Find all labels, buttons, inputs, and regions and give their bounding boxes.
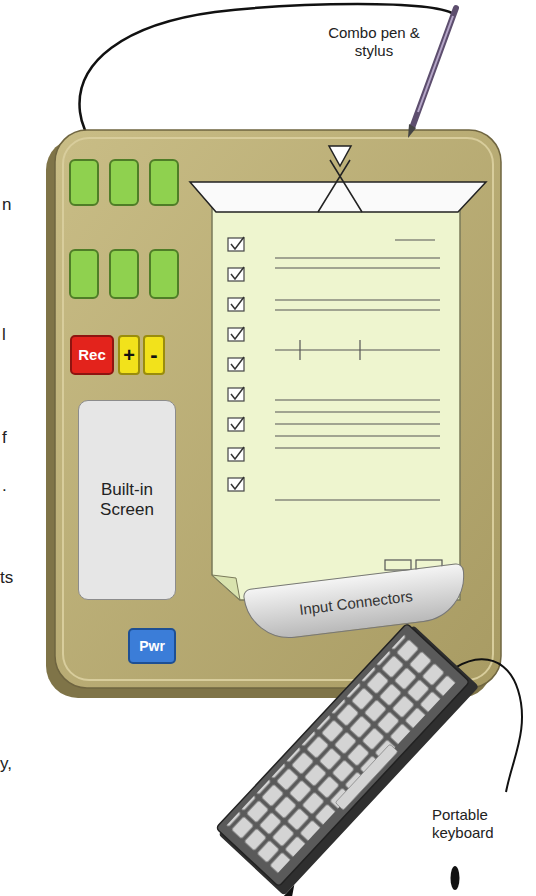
portable-keyboard: [209, 621, 489, 896]
cut-text-fragment: y,: [0, 754, 30, 774]
pen-tip: [408, 124, 416, 138]
cut-text-fragment: n: [2, 195, 32, 215]
clip-hook: [329, 146, 351, 166]
input-connectors-slot: Input Connectors: [243, 563, 470, 644]
cord-plug: [451, 866, 460, 890]
node-text: -: [150, 342, 157, 368]
checkbox-column: [228, 238, 244, 491]
paper-curl: [212, 575, 240, 600]
cut-text-fragment: ts: [0, 568, 30, 588]
keyboard-top: [216, 623, 470, 886]
node-text: Built-in Screen: [79, 480, 175, 521]
cut-text-fragment: .: [2, 476, 32, 496]
node-text: Pwr: [139, 638, 165, 655]
keyboard-foot: [279, 885, 304, 896]
device-face-edge: [63, 138, 493, 680]
node-text: Rec: [78, 346, 106, 364]
clip-cross: [318, 160, 362, 212]
keyboard-base: [218, 625, 479, 896]
keyboard-label: Portable keyboard: [432, 806, 532, 842]
space-bar: [335, 744, 398, 810]
green-button: [70, 250, 98, 298]
cut-text-fragment: f: [2, 428, 32, 448]
node-text: Input Connectors: [298, 587, 414, 619]
minus-button: -: [143, 335, 165, 375]
cut-text-fragment: l: [2, 325, 32, 345]
built-in-screen: Built-in Screen: [78, 400, 176, 600]
paper-clip: [190, 182, 486, 212]
green-button: [110, 160, 138, 205]
keyboard-keys: [226, 633, 457, 874]
record-button: Rec: [70, 335, 114, 375]
device-body: [55, 130, 501, 688]
form-lines: [275, 240, 440, 500]
plus-button: +: [118, 335, 140, 375]
green-button: [150, 160, 178, 205]
pen-highlight: [418, 16, 453, 112]
green-button: [70, 160, 98, 205]
power-button: Pwr: [128, 628, 176, 664]
green-button: [150, 250, 178, 298]
pen-label: Combo pen & stylus: [318, 24, 430, 60]
check-marks: [231, 237, 244, 489]
node-text: +: [123, 343, 135, 367]
green-button: [110, 250, 138, 298]
paper-sheet: [212, 195, 460, 600]
